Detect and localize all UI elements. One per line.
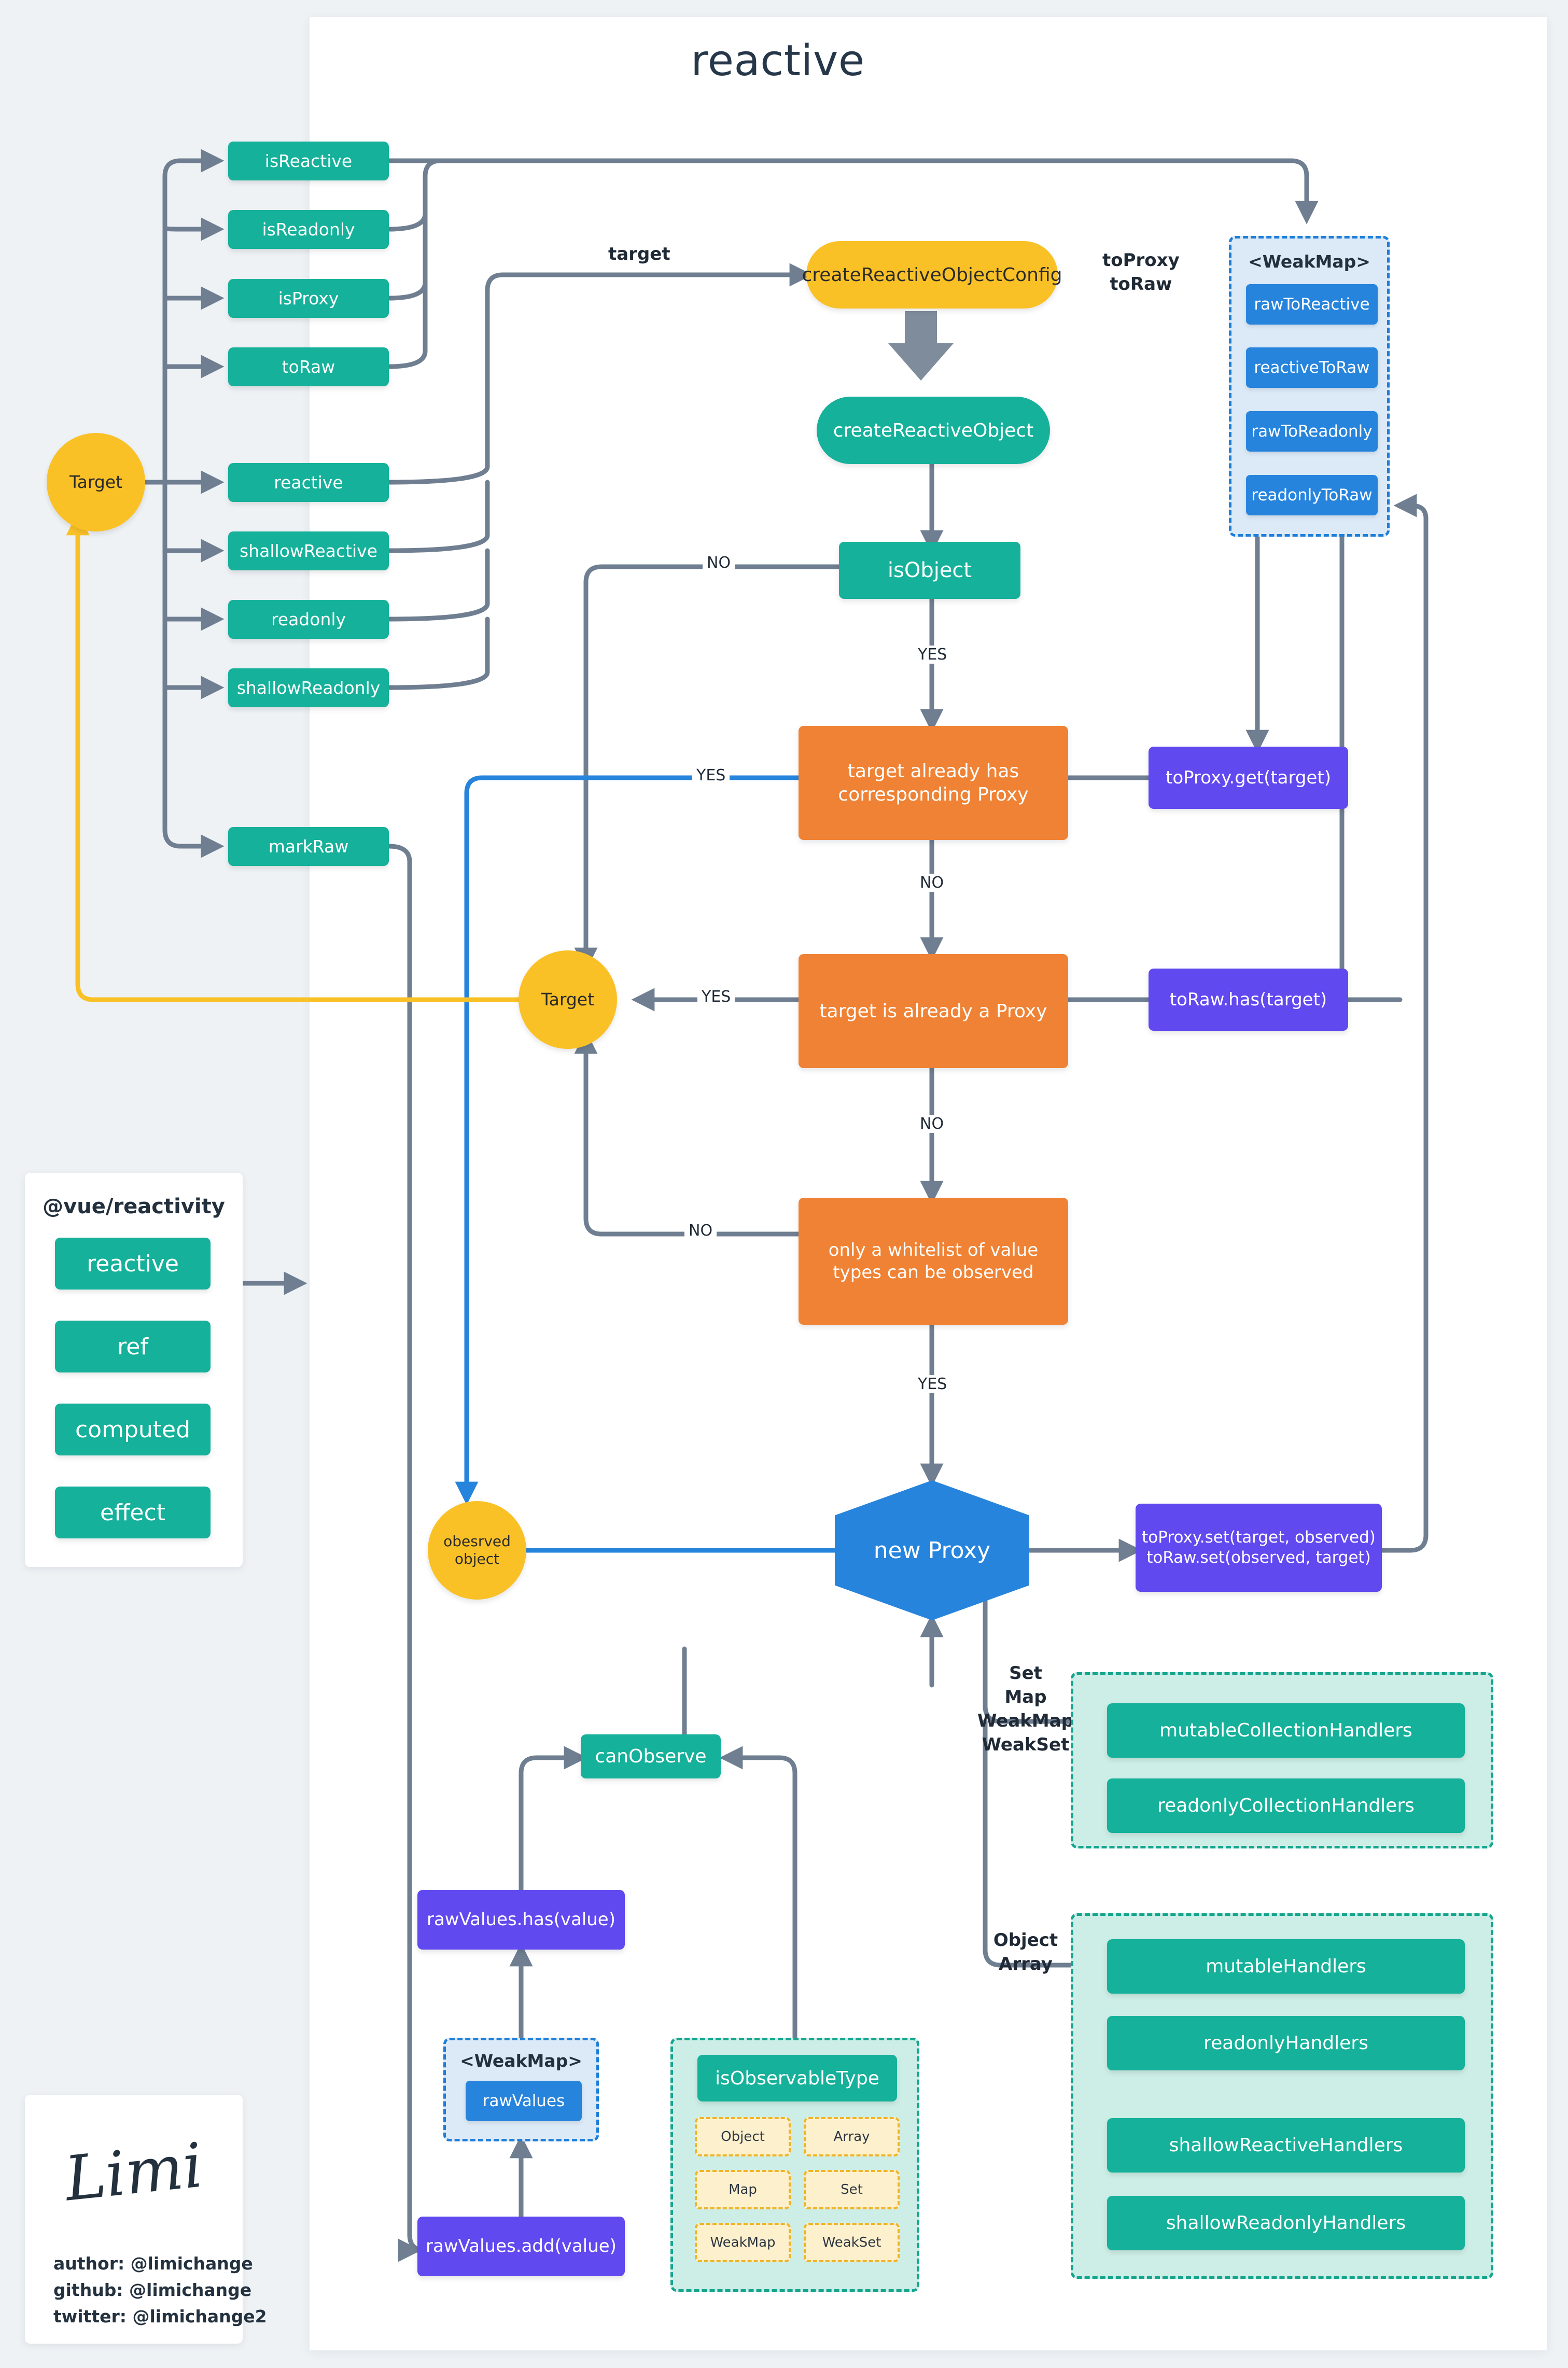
api-box-shallowreactive[interactable]: shallowReactive bbox=[228, 531, 389, 570]
raw-values-has[interactable]: rawValues.has(value) bbox=[417, 1890, 625, 1950]
page-title: reactive bbox=[691, 36, 865, 86]
observable-type-group: isObservableType Object Array Map Set We… bbox=[670, 2038, 919, 2292]
legend-item-effect[interactable]: effect bbox=[55, 1487, 211, 1538]
decision-target-is-proxy[interactable]: target is already a Proxy bbox=[799, 954, 1068, 1068]
api-box-markraw[interactable]: markRaw bbox=[228, 827, 389, 866]
observable-type-map: Map bbox=[695, 2170, 791, 2209]
edge-label-yes-has-proxy: YES bbox=[692, 766, 730, 784]
decision-whitelist-types[interactable]: only a whitelist of value types can be o… bbox=[799, 1198, 1068, 1325]
api-box-reactive[interactable]: reactive bbox=[228, 463, 389, 502]
api-box-isproxy[interactable]: isProxy bbox=[228, 279, 389, 318]
edge-label-yes-is-proxy: YES bbox=[697, 988, 735, 1006]
target-circle-middle: Target bbox=[519, 950, 617, 1049]
edge-label-yes-whitelist: YES bbox=[914, 1375, 951, 1393]
handler-side-label-collections: Set Map WeakMap WeakSet bbox=[977, 1663, 1074, 1755]
edge-label-target: target bbox=[604, 244, 675, 264]
to-proxy-set-to-raw-set[interactable]: toProxy.set(target, observed) toRaw.set(… bbox=[1136, 1504, 1382, 1592]
edge-label-no-has-proxy: NO bbox=[916, 874, 948, 892]
observable-type-weakmap: WeakMap bbox=[695, 2223, 791, 2262]
api-box-isreactive[interactable]: isReactive bbox=[228, 142, 389, 180]
weakmap-item-rawtoreactive[interactable]: rawToReactive bbox=[1246, 284, 1378, 325]
can-observe[interactable]: canObserve bbox=[581, 1734, 721, 1778]
legend-item-computed[interactable]: computed bbox=[55, 1404, 211, 1455]
observable-type-weakset: WeakSet bbox=[804, 2223, 900, 2262]
author-card: Limi author: @limichange github: @limich… bbox=[25, 2095, 267, 2344]
is-object[interactable]: isObject bbox=[839, 542, 1020, 599]
edge-label-yes-isobject: YES bbox=[914, 646, 951, 664]
weakmap-group-top: <WeakMap> rawToReactive reactiveToRaw ra… bbox=[1229, 236, 1390, 537]
edge-label-toproxy-toraw: toProxy toRaw bbox=[1098, 249, 1184, 297]
legend-item-ref[interactable]: ref bbox=[55, 1321, 211, 1372]
edge-label-no-whitelist: NO bbox=[684, 1222, 717, 1240]
weakmap-top-title: <WeakMap> bbox=[1248, 251, 1370, 272]
target-circle-left: Target bbox=[47, 433, 145, 531]
api-box-isreadonly[interactable]: isReadonly bbox=[228, 210, 389, 249]
legend-title: @vue/reactivity bbox=[43, 1195, 225, 1218]
observable-type-array: Array bbox=[804, 2117, 900, 2156]
new-proxy-hexagon[interactable]: new Proxy bbox=[835, 1480, 1029, 1620]
api-box-readonly[interactable]: readonly bbox=[228, 600, 389, 639]
raw-values-add[interactable]: rawValues.add(value) bbox=[417, 2217, 625, 2276]
weakmap-item-readonlytoraw[interactable]: readonlyToRaw bbox=[1246, 475, 1378, 515]
create-reactive-object-config[interactable]: createReactiveObjectConfig bbox=[802, 241, 1062, 309]
create-reactive-object[interactable]: createReactiveObject bbox=[817, 397, 1050, 464]
observable-type-set: Set bbox=[804, 2170, 900, 2209]
weakmap-item-reactivetoraw[interactable]: reactiveToRaw bbox=[1246, 347, 1378, 388]
mutable-handlers[interactable]: mutableHandlers bbox=[1107, 1939, 1465, 1994]
handler-side-label-objects: Object Array bbox=[993, 1930, 1058, 1974]
legend-item-reactive[interactable]: reactive bbox=[55, 1238, 211, 1290]
mutable-collection-handlers[interactable]: mutableCollectionHandlers bbox=[1107, 1703, 1465, 1758]
observed-object-circle: obesrved object bbox=[428, 1501, 526, 1600]
object-handlers-group: mutableHandlers readonlyHandlers shallow… bbox=[1071, 1913, 1493, 2279]
edge-label-no-isobject: NO bbox=[703, 554, 735, 572]
author-signature: Limi bbox=[61, 2129, 206, 2215]
api-box-shallowreadonly[interactable]: shallowReadonly bbox=[228, 668, 389, 707]
shallow-readonly-handlers[interactable]: shallowReadonlyHandlers bbox=[1107, 2196, 1465, 2250]
is-observable-type[interactable]: isObservableType bbox=[697, 2055, 897, 2101]
weakmap-bottom-title: <WeakMap> bbox=[460, 2051, 582, 2071]
decision-target-has-proxy[interactable]: target already has corresponding Proxy bbox=[799, 726, 1068, 840]
edge-label-no-is-proxy: NO bbox=[916, 1115, 948, 1133]
weakmap-group-bottom: <WeakMap> rawValues bbox=[443, 2038, 599, 2141]
collection-handlers-group: mutableCollectionHandlers readonlyCollec… bbox=[1071, 1672, 1493, 1848]
to-raw-has[interactable]: toRaw.has(target) bbox=[1149, 969, 1348, 1031]
author-contact-lines: author: @limichange github: @limichange … bbox=[53, 2253, 267, 2327]
weakmap-item-rawtoreadonly[interactable]: rawToReadonly bbox=[1246, 411, 1378, 452]
observable-type-object: Object bbox=[695, 2117, 791, 2156]
weakmap-item-rawvalues[interactable]: rawValues bbox=[466, 2081, 582, 2121]
api-box-toraw[interactable]: toRaw bbox=[228, 347, 389, 386]
to-proxy-get[interactable]: toProxy.get(target) bbox=[1149, 747, 1348, 809]
shallow-reactive-handlers[interactable]: shallowReactiveHandlers bbox=[1107, 2118, 1465, 2173]
legend-card: @vue/reactivity reactive ref computed ef… bbox=[25, 1173, 243, 1567]
readonly-collection-handlers[interactable]: readonlyCollectionHandlers bbox=[1107, 1778, 1465, 1833]
readonly-handlers[interactable]: readonlyHandlers bbox=[1107, 2016, 1465, 2070]
